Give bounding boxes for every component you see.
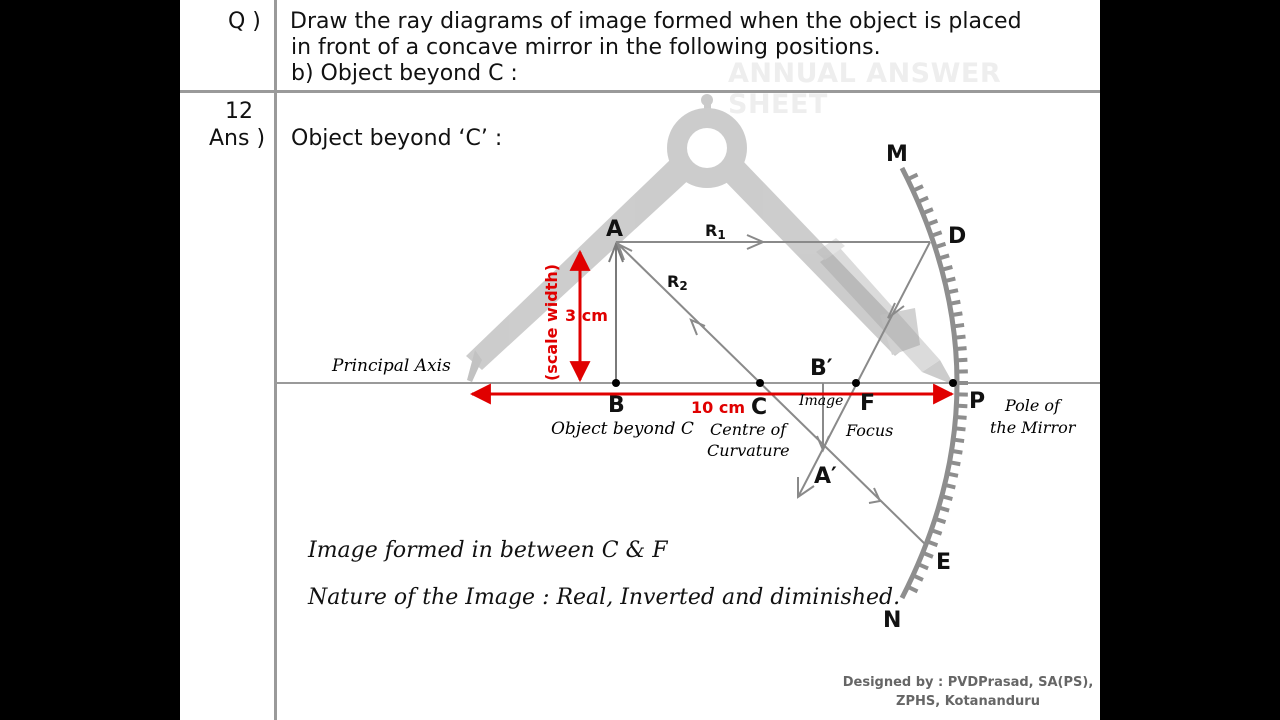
mirror-hatch-mark (955, 346, 967, 352)
mirror-hatch-mark (941, 265, 953, 272)
image-caption: Image (798, 393, 843, 409)
mirror-hatch-mark (937, 505, 950, 513)
compass-illustration (466, 94, 920, 382)
label-b-image: B′ (810, 356, 833, 381)
object-arrowhead (608, 241, 624, 263)
label-n: N (883, 608, 901, 633)
object-caption: Object beyond C (551, 419, 694, 439)
label-c: C (751, 395, 767, 420)
point-b-dot (612, 379, 620, 387)
ray-r2-arrowhead-1 (689, 318, 706, 336)
answer-sheet: ANNUAL ANSWER SHEET Q ) Draw the ray dia… (180, 0, 1100, 720)
mirror-hatch-mark (906, 172, 919, 182)
ray-r1-arrowhead-3 (797, 477, 815, 499)
mirror-hatch-mark (930, 528, 943, 536)
mirror-hatch-mark (954, 334, 966, 340)
mirror-hatch-mark (944, 276, 956, 284)
question-line-2: in front of a concave mirror in the foll… (291, 35, 881, 60)
mirror-hatch-mark (926, 539, 939, 548)
mirror-hatch-mark (926, 218, 939, 227)
point-c-dot (756, 379, 764, 387)
label-d: D (948, 224, 966, 249)
label-f: F (860, 391, 875, 416)
mirror-hatch-mark (946, 288, 959, 295)
mirror-hatch-mark (912, 184, 924, 193)
mirror-hatch-mark (951, 311, 963, 318)
label-e: E (936, 550, 951, 575)
answer-label: Ans ) (209, 126, 266, 151)
scale-label: (scale width) (542, 264, 561, 381)
question-label: Q ) (228, 9, 261, 34)
mirror-hatch-mark (941, 494, 953, 501)
height-label: 3 cm (565, 306, 608, 325)
mirror-hatch-mark (937, 253, 950, 261)
credit-line-2: ZPHS, Kotananduru (896, 694, 1040, 709)
answer-number: 12 (225, 99, 253, 124)
mirror-hatch-mark (921, 207, 934, 216)
centre-caption-line-1: Centre of (710, 420, 789, 439)
mirror-hatch-mark (917, 195, 929, 204)
conclusion-line-2: Nature of the Image : Real, Inverted and… (308, 585, 901, 610)
mirror-hatch-mark (906, 584, 919, 594)
mirror-hatch-mark (956, 403, 968, 409)
ray-diagram: 3 cm (scale width) 10 cm A B C F P D E M… (277, 94, 1100, 633)
mirror-hatch-mark (934, 516, 947, 525)
mirror-hatch-mark (955, 414, 967, 420)
question-line-3: b) Object beyond C : (291, 61, 518, 86)
mirror-hatch-mark (952, 322, 965, 329)
mirror-hatch-mark (930, 230, 943, 238)
watermark: ANNUAL ANSWER SHEET (728, 58, 1002, 120)
point-p-dot (949, 379, 957, 387)
mirror-hatch-mark (946, 471, 959, 478)
mirror-hatch-mark (951, 448, 963, 455)
ray-r2-arrowhead-2 (868, 487, 882, 504)
pencil-illustration (816, 238, 954, 385)
mirror-hatch-mark (952, 437, 965, 444)
mirror-hatch-mark (954, 426, 966, 432)
conclusion-line-1: Image formed in between C & F (308, 538, 668, 563)
mirror-hatch-mark (917, 562, 929, 571)
label-p: P (969, 389, 985, 414)
mirror-hatch-mark (956, 357, 968, 363)
mirror-hatching (906, 172, 968, 594)
mirror-hatch-mark (912, 573, 924, 582)
label-ray-r2: R2 (667, 272, 688, 293)
principal-axis-caption: Principal Axis (331, 356, 451, 376)
image-arrowhead (816, 435, 830, 453)
ray-r1-reflected (797, 241, 931, 498)
focus-caption: Focus (845, 421, 893, 440)
distance-label: 10 cm (691, 398, 745, 417)
margin-line (274, 0, 277, 720)
ray-r1-arrowhead-2 (887, 302, 905, 319)
question-divider (180, 90, 1100, 93)
label-a-image: A′ (814, 464, 837, 489)
mirror-hatch-mark (921, 550, 934, 559)
label-a: A (606, 217, 623, 242)
pole-caption-line-2: the Mirror (990, 418, 1077, 437)
label-ray-r1: R1 (705, 221, 726, 242)
question-line-1: Draw the ray diagrams of image formed wh… (290, 9, 1022, 34)
mirror-hatch-mark (944, 482, 956, 490)
centre-caption-line-2: Curvature (707, 441, 790, 460)
mirror-hatch-mark (949, 299, 961, 306)
mirror-hatch-mark (949, 460, 961, 467)
credit-line-1: Designed by : PVDPrasad, SA(PS), (842, 675, 1094, 690)
pole-caption-line-1: Pole of (1004, 396, 1063, 415)
ray-r2-arrowhead-3 (616, 241, 633, 261)
mirror-hatch-mark (934, 241, 947, 250)
label-m: M (886, 142, 908, 167)
answer-heading: Object beyond ‘C’ : (291, 126, 503, 151)
ray-r1-arrowhead (746, 234, 766, 250)
point-f-dot (852, 379, 860, 387)
label-b: B (608, 393, 625, 418)
